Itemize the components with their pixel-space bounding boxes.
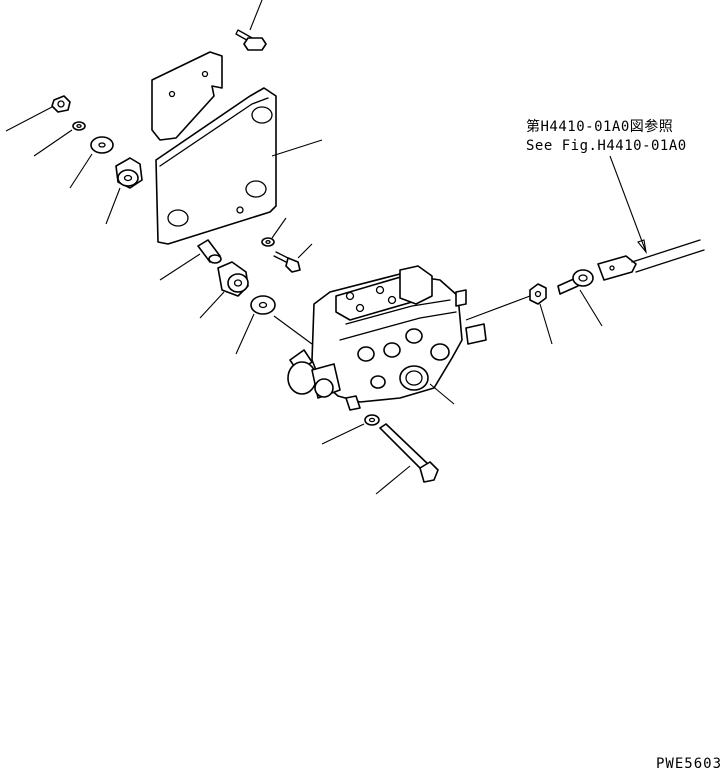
rubber-mount-upper xyxy=(105,157,143,225)
cable-rod-end xyxy=(557,269,603,327)
mounting-plate xyxy=(155,87,323,245)
lock-washer-bottom xyxy=(321,414,380,445)
rear-bracket-plate xyxy=(151,51,223,141)
lock-washer-right xyxy=(261,217,287,247)
reference-note-jp: 第H4410-01A0図参照 xyxy=(526,118,673,135)
nut-left xyxy=(5,95,71,132)
cable-nut xyxy=(529,283,553,345)
plate-bolt xyxy=(273,243,313,273)
reference-note-en: See Fig.H4410-01A0 xyxy=(526,138,687,154)
control-valve-body xyxy=(273,265,487,411)
top-bolt xyxy=(235,0,267,51)
linkage-leader xyxy=(465,295,531,321)
flat-washer-left xyxy=(69,136,114,189)
drawing-code: PWE5603 xyxy=(656,756,722,772)
lock-washer-left xyxy=(33,121,86,157)
reference-arrow xyxy=(637,239,647,254)
reference-leader xyxy=(609,155,647,253)
control-cable xyxy=(597,239,705,281)
rubber-mount-lower xyxy=(199,261,249,319)
spacer-collar xyxy=(159,239,222,281)
long-mounting-bolt xyxy=(375,423,439,495)
flat-washer-lower xyxy=(235,295,276,355)
